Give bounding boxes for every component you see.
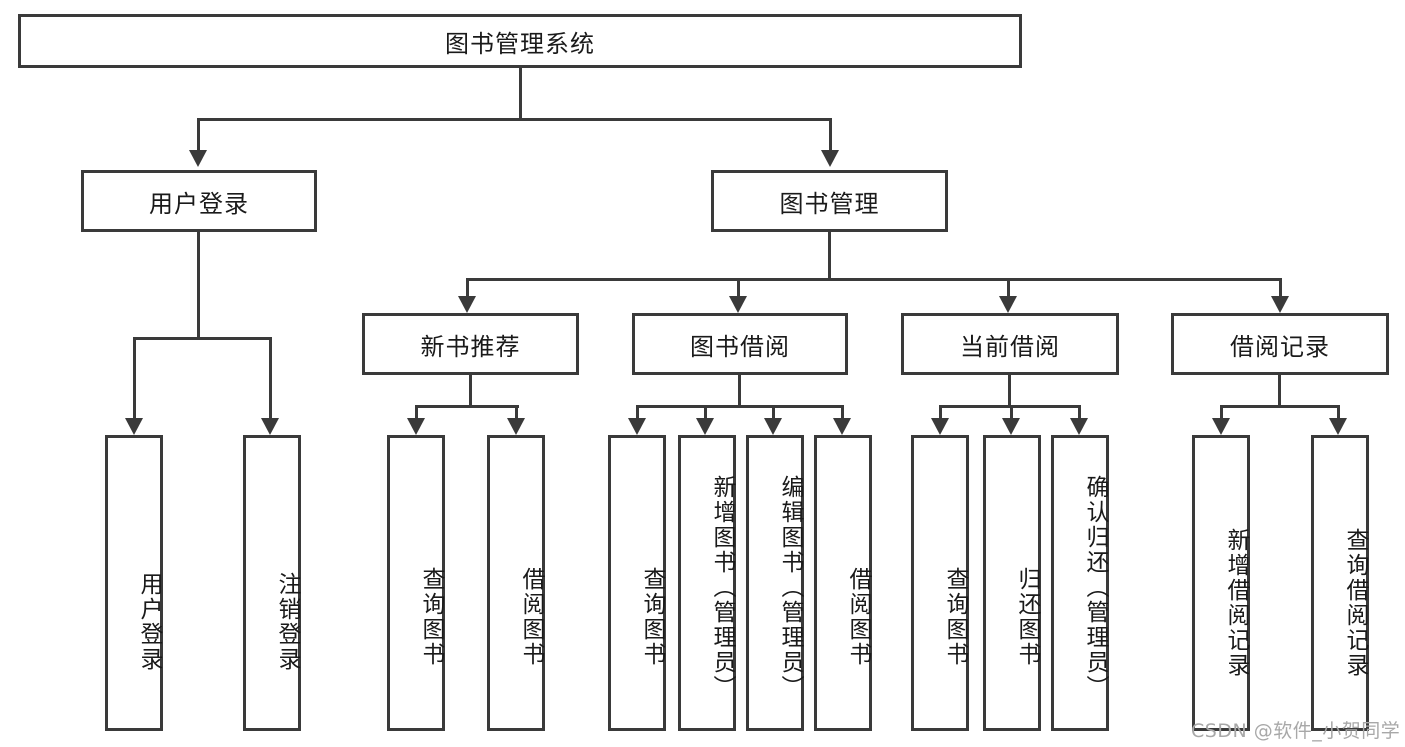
node-label: 查询借阅记录: [1342, 528, 1368, 678]
node-label: 新增图书（管理员）: [709, 474, 735, 700]
connector-bookborrow-to-leaf2: [704, 405, 707, 418]
connector-borrowrecord-to-leaf1: [1220, 405, 1223, 418]
node-book-borrow[interactable]: 图书借阅: [632, 313, 848, 375]
arrow-borrowrecord-to-leaf1: [1212, 418, 1230, 435]
node-label: 图书管理: [779, 189, 880, 218]
node-label: 新书推荐: [420, 332, 521, 361]
node-label: 注销登录: [274, 572, 300, 672]
node-label: 借阅图书: [518, 567, 544, 667]
node-label: 图书管理系统: [445, 29, 595, 58]
connector-newbook-bar: [415, 405, 519, 408]
node-root-system[interactable]: 图书管理系统: [18, 14, 1022, 68]
connector-book-to-borrow: [737, 278, 740, 296]
leaf-logout[interactable]: 注销登录: [243, 435, 301, 731]
connector-newbook-stem: [469, 375, 472, 408]
connector-newbook-to-leaf2: [515, 405, 518, 418]
leaf-add-book-admin[interactable]: 新增图书（管理员）: [678, 435, 736, 731]
node-label: 用户登录: [149, 189, 249, 218]
arrow-currentborrow-to-leaf2: [1002, 418, 1020, 435]
connector-bookborrow-to-leaf3: [772, 405, 775, 418]
node-label: 查询图书: [418, 567, 444, 667]
node-label: 借阅记录: [1230, 332, 1330, 361]
connector-borrowrecord-bar: [1220, 405, 1340, 408]
node-label: 图书借阅: [690, 332, 790, 361]
connector-root-to-book: [829, 118, 832, 150]
connector-book-stem: [828, 232, 831, 281]
connector-user-stem: [197, 232, 200, 337]
node-label: 查询图书: [639, 567, 665, 667]
connector-user-to-leaf1: [133, 337, 136, 418]
connector-currentborrow-to-leaf3: [1078, 405, 1081, 418]
leaf-query-book-current[interactable]: 查询图书: [911, 435, 969, 731]
arrow-bookborrow-to-leaf3: [764, 418, 782, 435]
connector-book-to-current: [1007, 278, 1010, 296]
leaf-borrow-book-recommend[interactable]: 借阅图书: [487, 435, 545, 731]
arrow-root-to-book: [821, 150, 839, 167]
arrow-currentborrow-to-leaf1: [931, 418, 949, 435]
connector-book-to-record: [1279, 278, 1282, 296]
node-user-login[interactable]: 用户登录: [81, 170, 317, 232]
arrow-book-to-borrow: [729, 296, 747, 313]
connector-user-bar: [133, 337, 272, 340]
connector-newbook-to-leaf1: [415, 405, 418, 418]
node-label: 新增借阅记录: [1223, 528, 1249, 678]
leaf-borrow-book[interactable]: 借阅图书: [814, 435, 872, 731]
node-label: 确认归还（管理员）: [1082, 474, 1108, 700]
arrow-newbook-to-leaf1: [407, 418, 425, 435]
arrow-user-to-leaf1: [125, 418, 143, 435]
leaf-return-book[interactable]: 归还图书: [983, 435, 1041, 731]
leaf-add-borrow-record[interactable]: 新增借阅记录: [1192, 435, 1250, 731]
connector-borrowrecord-to-leaf2: [1337, 405, 1340, 418]
connector-currentborrow-to-leaf1: [939, 405, 942, 418]
connector-root-stem: [519, 67, 522, 121]
csdn-watermark: CSDN @软件_小贺同学: [1191, 720, 1401, 742]
node-borrow-record[interactable]: 借阅记录: [1171, 313, 1389, 375]
connector-borrowrecord-stem: [1278, 375, 1281, 408]
leaf-user-login[interactable]: 用户登录: [105, 435, 163, 731]
arrow-currentborrow-to-leaf3: [1070, 418, 1088, 435]
connector-root-to-user: [197, 118, 200, 150]
node-book-management[interactable]: 图书管理: [711, 170, 948, 232]
connector-currentborrow-to-leaf2: [1010, 405, 1013, 418]
node-label: 借阅图书: [845, 567, 871, 667]
arrow-root-to-user: [189, 150, 207, 167]
connector-bookborrow-to-leaf1: [636, 405, 639, 418]
connector-bookborrow-bar: [636, 405, 844, 408]
arrow-user-to-leaf2: [261, 418, 279, 435]
connector-currentborrow-stem: [1008, 375, 1011, 408]
leaf-edit-book-admin[interactable]: 编辑图书（管理员）: [746, 435, 804, 731]
leaf-query-borrow-record[interactable]: 查询借阅记录: [1311, 435, 1369, 731]
connector-book-to-new: [466, 278, 469, 296]
connector-book-bar: [466, 278, 1282, 281]
leaf-confirm-return-admin[interactable]: 确认归还（管理员）: [1051, 435, 1109, 731]
leaf-query-book-borrow[interactable]: 查询图书: [608, 435, 666, 731]
arrow-newbook-to-leaf2: [507, 418, 525, 435]
node-label: 当前借阅: [960, 332, 1060, 361]
node-current-borrow[interactable]: 当前借阅: [901, 313, 1119, 375]
node-label: 用户登录: [136, 572, 162, 672]
arrow-bookborrow-to-leaf1: [628, 418, 646, 435]
node-label: 查询图书: [942, 567, 968, 667]
connector-bookborrow-to-leaf4: [841, 405, 844, 418]
arrow-borrowrecord-to-leaf2: [1329, 418, 1347, 435]
arrow-book-to-new: [458, 296, 476, 313]
arrow-book-to-current: [999, 296, 1017, 313]
node-new-book-recommend[interactable]: 新书推荐: [362, 313, 579, 375]
node-label: 编辑图书（管理员）: [777, 474, 803, 700]
connector-bookborrow-stem: [738, 375, 741, 408]
connector-user-to-leaf2: [269, 337, 272, 418]
node-label: 归还图书: [1014, 567, 1040, 667]
connector-root-bar: [197, 118, 832, 121]
arrow-book-to-record: [1271, 296, 1289, 313]
arrow-bookborrow-to-leaf4: [833, 418, 851, 435]
leaf-query-book-recommend[interactable]: 查询图书: [387, 435, 445, 731]
arrow-bookborrow-to-leaf2: [696, 418, 714, 435]
